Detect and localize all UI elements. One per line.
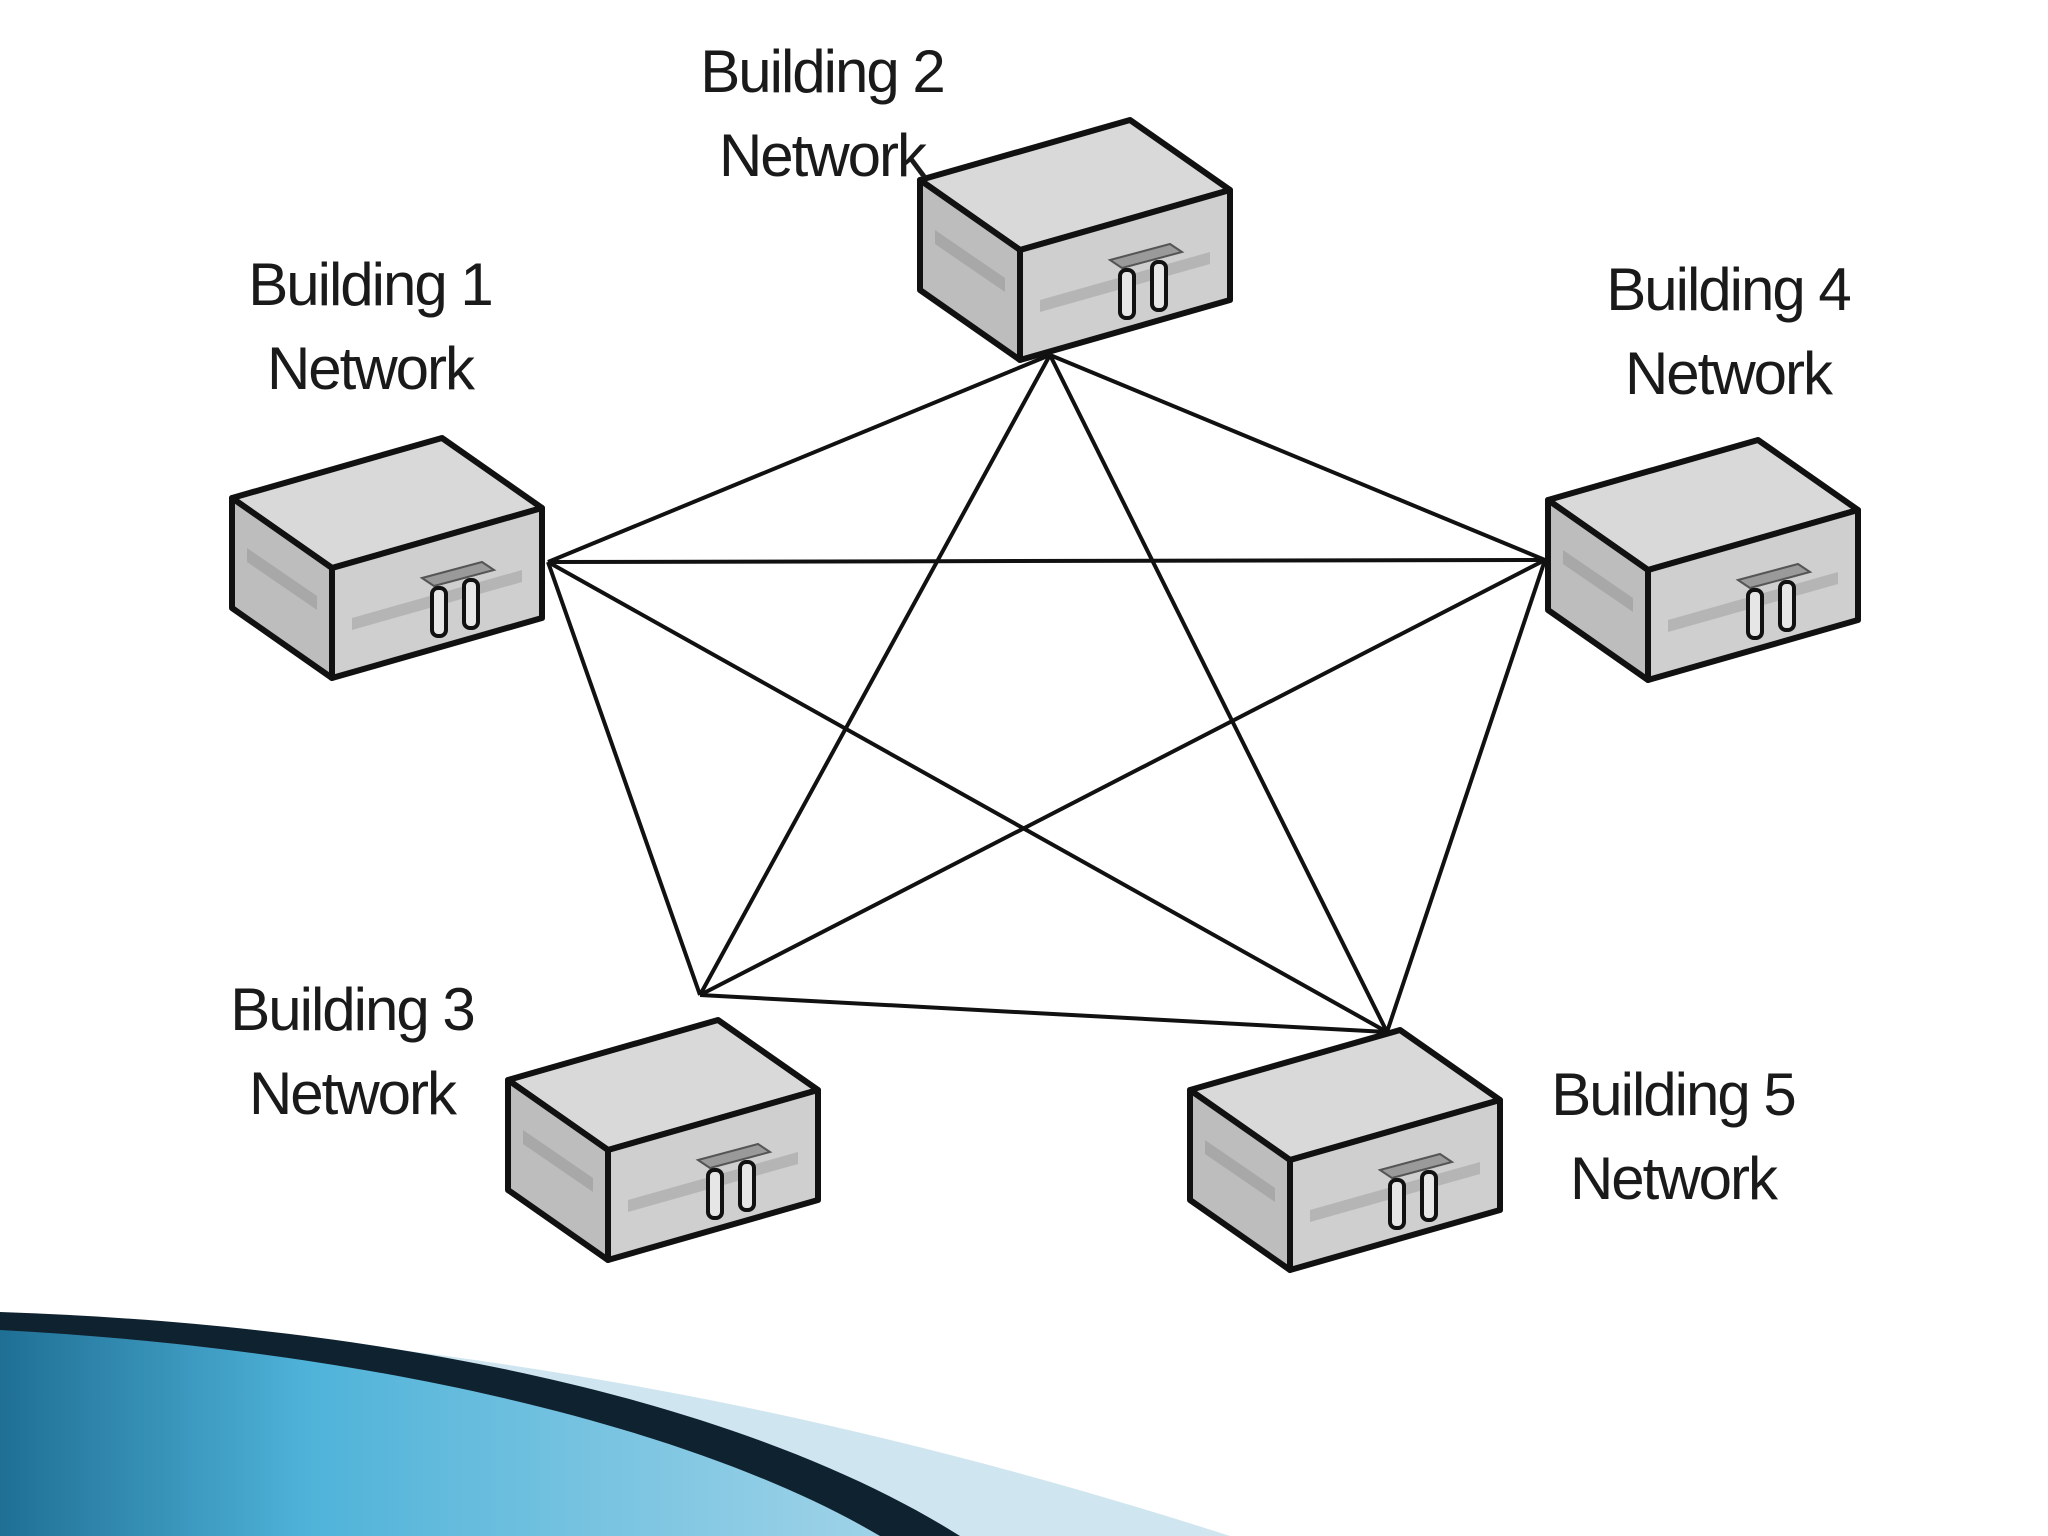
link-b1-b2 bbox=[547, 353, 1051, 564]
links-layer bbox=[546, 353, 1547, 1034]
link-b4-b5 bbox=[1385, 559, 1547, 1033]
node-label-line2: Network bbox=[267, 335, 476, 402]
network-device-icon bbox=[1187, 1027, 1503, 1273]
link-b2-b4 bbox=[1049, 353, 1546, 562]
node-b2: Building 2 Network bbox=[700, 38, 1233, 363]
node-label-line1: Building 2 bbox=[700, 38, 944, 105]
node-b1: Building 1 Network bbox=[229, 251, 545, 681]
link-b2-b5 bbox=[1048, 354, 1389, 1033]
link-b2-b3 bbox=[698, 354, 1052, 996]
network-device-icon bbox=[505, 1017, 821, 1263]
link-b3-b4 bbox=[699, 558, 1546, 997]
network-device-icon bbox=[917, 117, 1233, 363]
node-label-line2: Network bbox=[1570, 1145, 1779, 1212]
node-b5: Building 5 Network bbox=[1187, 1027, 1797, 1273]
node-b3: Building 3 Network bbox=[230, 976, 821, 1263]
link-b3-b5 bbox=[699, 993, 1388, 1034]
node-label-line1: Building 3 bbox=[230, 976, 474, 1043]
network-device-icon bbox=[1545, 437, 1861, 683]
node-label-line1: Building 5 bbox=[1551, 1061, 1795, 1128]
node-label-line2: Network bbox=[249, 1060, 458, 1127]
link-b1-b5 bbox=[547, 560, 1388, 1034]
node-label-line2: Network bbox=[1625, 340, 1834, 407]
node-label-line1: Building 4 bbox=[1606, 256, 1850, 323]
node-label-line2: Network bbox=[719, 122, 928, 189]
link-b1-b4 bbox=[547, 558, 1546, 564]
link-b1-b3 bbox=[546, 561, 702, 996]
network-device-icon bbox=[229, 435, 545, 681]
node-b4: Building 4 Network bbox=[1545, 256, 1861, 683]
node-label-line1: Building 1 bbox=[248, 251, 492, 318]
